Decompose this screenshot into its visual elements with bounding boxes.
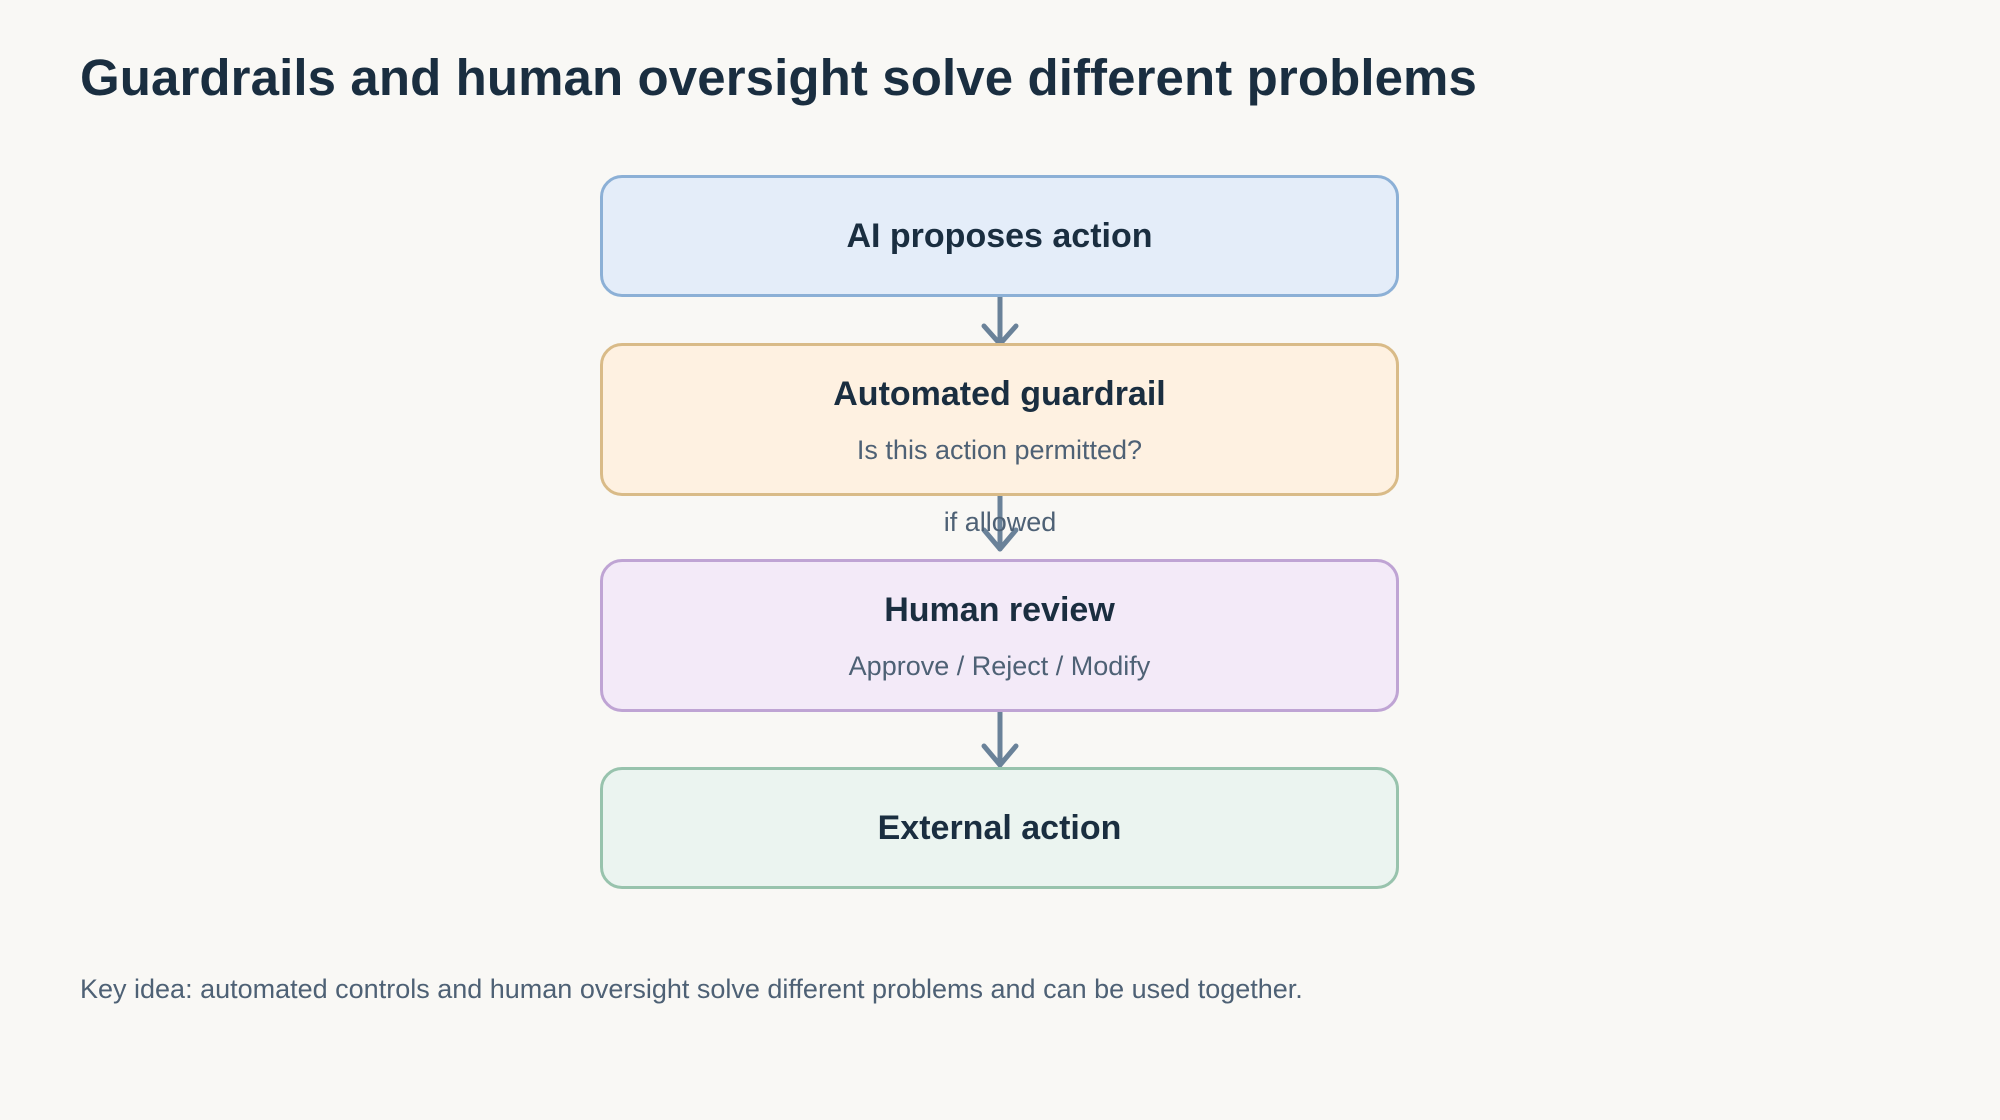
arrow-review-to-external: [981, 709, 1019, 768]
arrow-guardrail-to-review: [981, 493, 1019, 552]
node-human-review: Human review Approve / Reject / Modify: [600, 559, 1399, 712]
key-idea-footnote: Key idea: automated controls and human o…: [80, 974, 1303, 1004]
node-subtitle: Is this action permitted?: [856, 434, 1143, 465]
node-title: External action: [877, 809, 1122, 847]
node-title: Human review: [884, 590, 1115, 629]
node-ai-proposes-action: AI proposes action: [600, 175, 1399, 297]
arrow-propose-to-guardrail: [981, 294, 1019, 347]
node-automated-guardrail: Automated guardrail Is this action permi…: [600, 343, 1399, 496]
node-title: AI proposes action: [846, 217, 1153, 255]
node-title: Automated guardrail: [833, 374, 1166, 413]
diagram-title: Guardrails and human oversight solve dif…: [80, 49, 1477, 106]
node-external-action: External action: [600, 767, 1399, 889]
edge-label-if-allowed: if allowed: [943, 507, 1057, 537]
node-subtitle: Approve / Reject / Modify: [848, 650, 1151, 681]
